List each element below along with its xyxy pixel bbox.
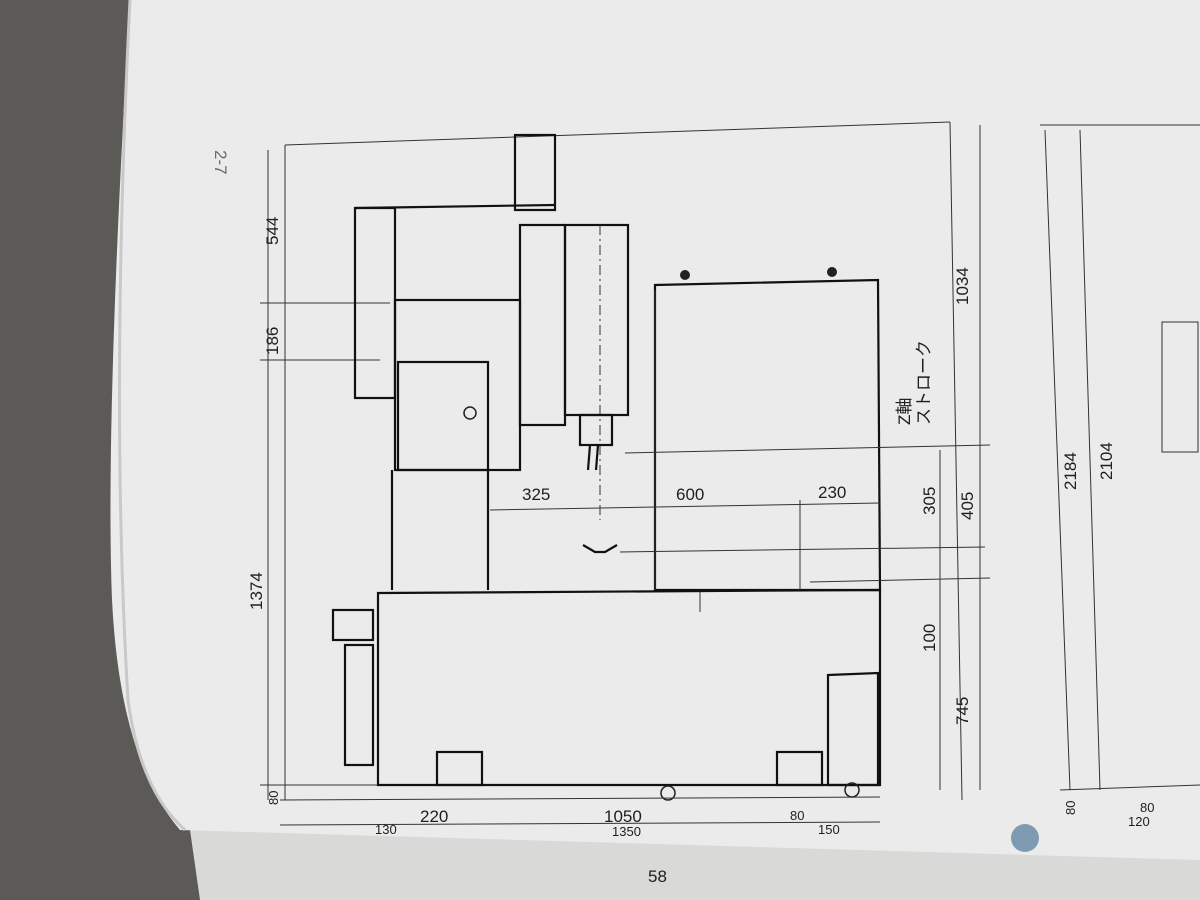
lifting-eye-left bbox=[680, 270, 690, 280]
lifting-eye-right bbox=[827, 267, 837, 277]
page-number: 58 bbox=[648, 867, 667, 886]
table-level-line bbox=[619, 546, 986, 553]
side-unit-body bbox=[343, 643, 375, 767]
bed-level-line bbox=[809, 577, 991, 583]
dim-80-left: 80 bbox=[266, 791, 281, 805]
machine-bed bbox=[376, 588, 882, 787]
leveling-foot-right bbox=[775, 750, 824, 787]
dim-2184: 2184 bbox=[1061, 452, 1080, 490]
tool-b bbox=[594, 444, 600, 471]
bed-side-panel bbox=[826, 671, 880, 787]
side-unit-top bbox=[331, 608, 375, 642]
dim-186: 186 bbox=[263, 327, 282, 355]
dim-1050: 1050 bbox=[604, 807, 642, 826]
leveling-foot-left bbox=[435, 750, 484, 787]
dim-325: 325 bbox=[522, 485, 550, 504]
page-curl-edge bbox=[117, 0, 186, 832]
right-drawing-line-a bbox=[1044, 129, 1071, 791]
travel-dimension-line bbox=[489, 502, 881, 511]
tool bbox=[586, 444, 592, 471]
dim-1350: 1350 bbox=[612, 824, 641, 839]
right-drawing-line-b bbox=[1079, 129, 1101, 791]
z-stroke-label: Z軸ストローク bbox=[895, 340, 934, 425]
right-drawing-bottom bbox=[1059, 784, 1200, 791]
dim-230: 230 bbox=[818, 483, 846, 502]
column-top bbox=[354, 203, 556, 210]
dim-80-right: 80 bbox=[1063, 801, 1078, 815]
bottom-dimension-line bbox=[279, 796, 881, 801]
dim-2104: 2104 bbox=[1097, 442, 1116, 480]
table-symbol bbox=[582, 544, 618, 554]
spindle-motor-box bbox=[396, 360, 490, 472]
spindle-nose bbox=[578, 413, 614, 447]
spindle-level-line bbox=[624, 444, 991, 454]
dim-1034: 1034 bbox=[953, 267, 972, 305]
dim-220: 220 bbox=[420, 807, 448, 826]
motor-bolt bbox=[463, 406, 477, 420]
dim-1374: 1374 bbox=[247, 572, 266, 610]
dim-305: 305 bbox=[920, 487, 939, 515]
head-top-motor bbox=[513, 133, 557, 212]
dim-120-right-bottom: 120 bbox=[1128, 814, 1150, 829]
dim-80-bottom: 80 bbox=[790, 808, 804, 823]
bellows-cover bbox=[1161, 321, 1199, 453]
binder-ring bbox=[1011, 824, 1039, 852]
dim-600: 600 bbox=[676, 485, 704, 504]
frame-top-line bbox=[284, 121, 951, 146]
dim-405: 405 bbox=[958, 492, 977, 520]
bottom-total-line bbox=[279, 821, 881, 826]
page-label: 2-7 bbox=[211, 150, 230, 175]
dim-80-right-bottom: 80 bbox=[1140, 800, 1154, 815]
dim-100: 100 bbox=[920, 624, 939, 652]
dim-544: 544 bbox=[263, 217, 282, 245]
caster-mid bbox=[660, 785, 676, 801]
dim-150: 150 bbox=[818, 822, 840, 837]
frame-right-line bbox=[949, 121, 963, 801]
dim-745: 745 bbox=[953, 697, 972, 725]
dim-130: 130 bbox=[375, 822, 397, 837]
